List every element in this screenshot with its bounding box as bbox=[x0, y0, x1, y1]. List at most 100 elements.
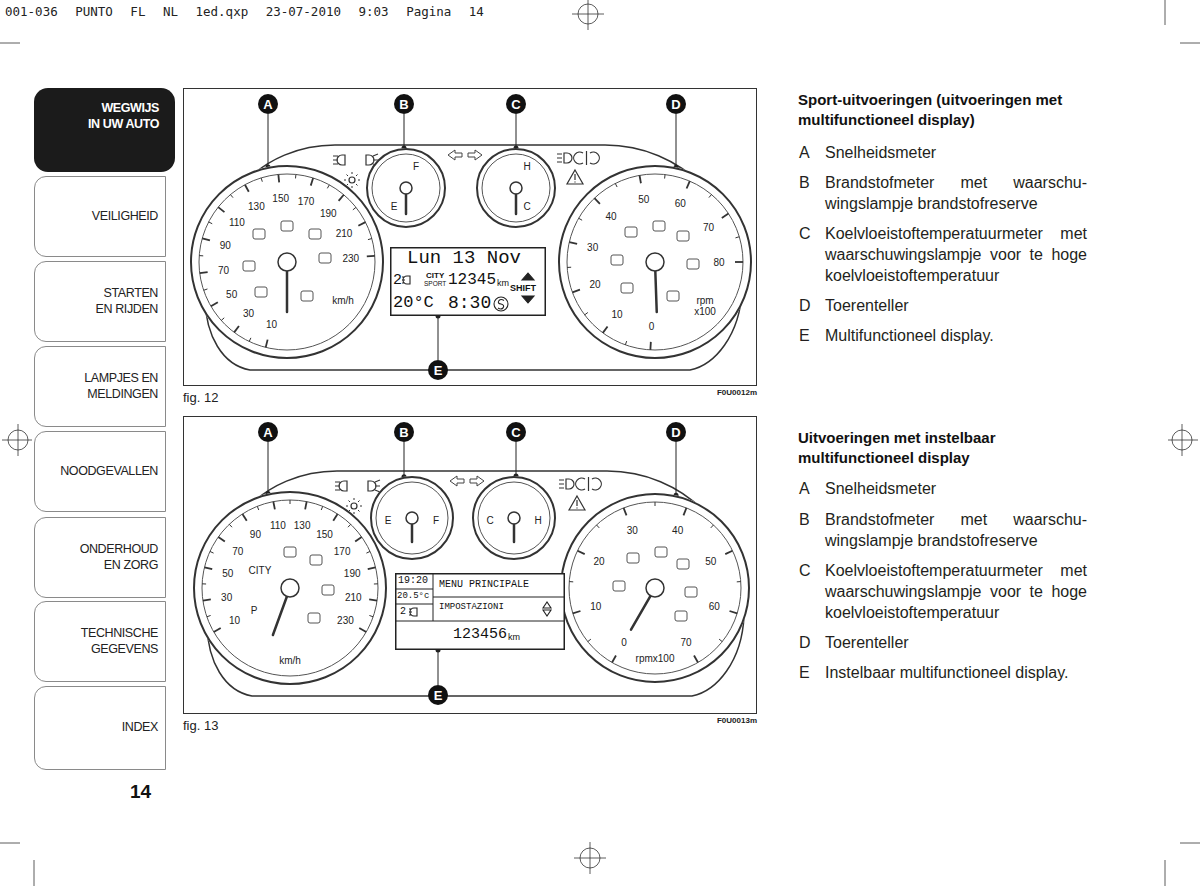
nav-tab: STARTEN EN RIJDEN bbox=[34, 261, 166, 342]
gauge-tick bbox=[578, 551, 585, 554]
gauge-number: P bbox=[251, 605, 258, 616]
gauge-number: 70 bbox=[232, 545, 243, 556]
gauge-tick bbox=[573, 611, 581, 613]
item-text: Multifunctioneel display. bbox=[825, 325, 1087, 346]
warning-lamp-symbol bbox=[281, 221, 293, 231]
gauge-tick bbox=[348, 524, 351, 527]
item-letter: B bbox=[799, 172, 810, 193]
leader-line bbox=[516, 114, 517, 148]
gauge-rim bbox=[367, 149, 445, 227]
display-divider bbox=[395, 589, 433, 590]
gauge-tick bbox=[218, 537, 225, 542]
gauge-tick bbox=[603, 326, 608, 332]
callout-letter: D bbox=[671, 98, 680, 111]
gauge-number: 20 bbox=[589, 279, 600, 290]
callout-circle: C bbox=[506, 422, 526, 442]
gauge-dial: EF bbox=[370, 476, 454, 560]
warning-lamp-symbol bbox=[685, 587, 697, 597]
item-text: Instelbaar multifunctioneel display. bbox=[825, 662, 1087, 683]
gauge-tick bbox=[204, 567, 212, 569]
gauge-tick bbox=[229, 524, 232, 527]
gauge-number: 90 bbox=[250, 529, 261, 540]
gauge-tick bbox=[218, 207, 224, 212]
callout-letter: A bbox=[263, 426, 272, 439]
display-text: 20°C bbox=[393, 293, 434, 313]
gauge-tick bbox=[624, 508, 627, 515]
gauge-tick bbox=[597, 525, 600, 528]
display-symbol bbox=[522, 273, 534, 280]
callout-letter: E bbox=[434, 689, 443, 702]
gauge-number: 70 bbox=[218, 265, 229, 276]
gauge-rim bbox=[194, 492, 386, 684]
tab-label: STARTEN EN RIJDEN bbox=[86, 286, 158, 317]
gauge-hub bbox=[646, 253, 664, 271]
callout-circle: E bbox=[428, 360, 448, 380]
gauge-tick bbox=[735, 237, 739, 238]
register-cross bbox=[2, 424, 32, 456]
gauge-tick bbox=[203, 599, 211, 600]
gauge-number: 40 bbox=[605, 210, 616, 221]
page-number: 14 bbox=[130, 781, 151, 803]
item-text: Toerenteller bbox=[825, 632, 1087, 653]
gauge-number: 10 bbox=[590, 601, 601, 612]
gauge-tick bbox=[353, 207, 356, 209]
gauge-number: 70 bbox=[680, 636, 691, 647]
display-text: SHIFT bbox=[510, 283, 536, 293]
gauge-number: 40 bbox=[672, 525, 683, 536]
gauge-number: 50 bbox=[222, 567, 233, 578]
gauge-tick bbox=[625, 341, 626, 345]
gauge-number: 30 bbox=[221, 592, 232, 603]
gauge-number: 210 bbox=[336, 228, 353, 239]
gauge-hub bbox=[278, 253, 296, 271]
display-divider bbox=[433, 597, 565, 598]
nav-tab: TECHNISCHE GEGEVENS bbox=[34, 601, 166, 682]
gauge-number: 60 bbox=[709, 601, 720, 612]
warning-lamp-symbol bbox=[301, 291, 313, 301]
gauge-dial: HC bbox=[476, 148, 556, 228]
gauge-ring bbox=[478, 482, 550, 554]
gauge-number: H bbox=[534, 515, 541, 526]
gauge-number: 30 bbox=[627, 525, 638, 536]
gauge-face bbox=[366, 148, 446, 228]
gauge-number: H bbox=[523, 161, 530, 172]
leader-line bbox=[404, 442, 405, 477]
display-text: CITY bbox=[426, 271, 444, 280]
gauge-number: 10 bbox=[266, 319, 277, 330]
callout-circle: B bbox=[394, 94, 414, 114]
item-letter: E bbox=[799, 662, 810, 683]
gauge-tick bbox=[368, 239, 372, 240]
gauge-number: E bbox=[385, 515, 392, 526]
gauge-face bbox=[476, 148, 556, 228]
gauge-dial: 01020304050607080rpm x100 bbox=[558, 165, 752, 359]
gauge-ring bbox=[372, 154, 440, 222]
gauge-number: 230 bbox=[343, 252, 360, 263]
gauge-tick bbox=[207, 615, 211, 616]
gauge-dial: FE bbox=[366, 148, 446, 228]
gauge-tick bbox=[369, 599, 377, 600]
warning-lamp-symbol bbox=[322, 585, 334, 595]
gauge-tick bbox=[249, 338, 251, 342]
item-letter: A bbox=[799, 478, 810, 499]
gauge-dial: 1030507090110130150170190210230CITYPkm/h bbox=[193, 491, 387, 685]
gauge-tick bbox=[567, 267, 571, 268]
callout-letter: C bbox=[511, 426, 520, 439]
gauge-number: km/h bbox=[332, 295, 354, 306]
gauge-hub bbox=[400, 182, 412, 194]
display-text: IMPOSTAZIONI bbox=[439, 602, 504, 612]
item-text: Brandstofmeter met waarschu- wingslampje… bbox=[825, 509, 1087, 551]
callout-circle: E bbox=[428, 685, 448, 705]
warning-lamp-symbol bbox=[677, 559, 689, 569]
callout-circle: D bbox=[666, 94, 686, 114]
warning-lamp-symbol bbox=[687, 259, 699, 269]
callout-letter: D bbox=[671, 426, 680, 439]
gauge-ring bbox=[482, 154, 550, 222]
gauge-tick bbox=[722, 214, 729, 218]
display-symbol bbox=[402, 276, 410, 284]
gauge-number: rpmx100 bbox=[636, 653, 675, 664]
gauge-tick bbox=[369, 615, 373, 616]
register-cross bbox=[1168, 424, 1198, 456]
gauge-face bbox=[472, 476, 556, 560]
gauge-hub bbox=[646, 579, 664, 597]
figure-code: F0U0012m bbox=[717, 388, 757, 397]
